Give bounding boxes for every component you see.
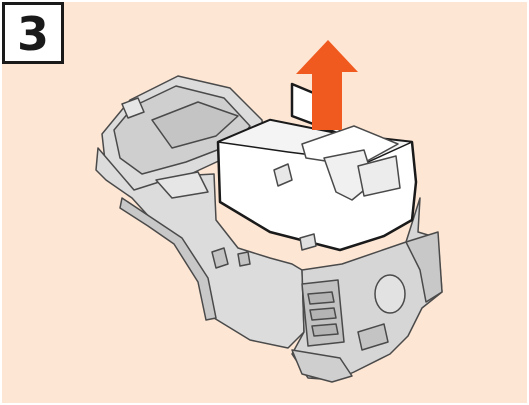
- step-badge: 3: [2, 2, 64, 64]
- step-number: 3: [17, 11, 49, 57]
